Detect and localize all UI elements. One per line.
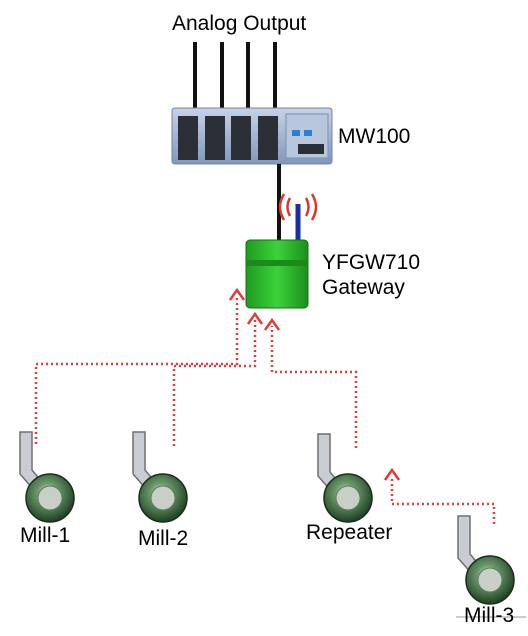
mw100-label: MW100 <box>338 125 411 148</box>
gateway-model-label: YFGW710 <box>322 251 421 274</box>
analog-output-wires <box>193 42 277 120</box>
mill2-label: Mill-2 <box>138 527 189 550</box>
gateway-type-label: Gateway <box>322 276 405 299</box>
mill1-label: Mill-1 <box>20 524 71 547</box>
mill1-sensor-icon <box>19 431 75 523</box>
repeater-label: Repeater <box>306 521 393 544</box>
mill3-label: Mill-3 <box>464 604 515 627</box>
antenna-icon <box>278 193 318 244</box>
link-repeater-gateway <box>270 326 358 448</box>
gateway-device-icon <box>245 239 309 309</box>
link-mill1-gateway <box>34 296 239 444</box>
analog-output-label: Analog Output <box>172 12 307 35</box>
mill3-sensor-icon <box>457 515 515 605</box>
mw100-device-icon <box>171 107 333 165</box>
wireless-links <box>34 287 496 524</box>
link-mill3-repeater <box>390 476 496 524</box>
link-mill2-gateway <box>172 320 257 446</box>
repeater-sensor-icon <box>317 433 373 523</box>
mill2-sensor-icon <box>132 431 188 523</box>
